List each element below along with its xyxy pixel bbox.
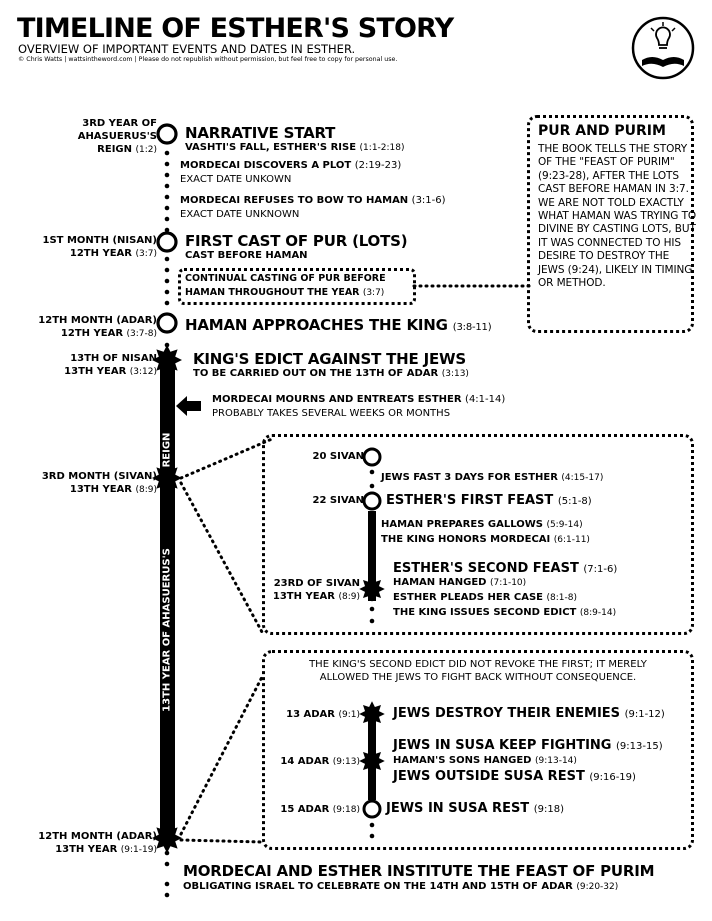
circle-node-icon xyxy=(156,231,178,253)
sivan-detail-box xyxy=(262,434,694,635)
event-institute-purim-sub: OBLIGATING ISRAEL TO CELEBRATE ON THE 14… xyxy=(183,881,619,892)
event-susa-rest: JEWS IN SUSA REST (9:18) xyxy=(386,801,564,816)
date-14-adar: 14 ADAR (9:13) xyxy=(280,756,360,767)
arrow-left-icon xyxy=(176,396,201,416)
event-fast: JEWS FAST 3 DAYS FOR ESTHER (4:15-17) xyxy=(381,472,604,483)
event-continual-pur: CONTINUAL CASTING OF PUR BEFORE HAMAN TH… xyxy=(185,273,386,298)
date-pur: 1ST MONTH (NISAN) 12TH YEAR (3:7) xyxy=(42,235,158,259)
event-edict-sub: TO BE CARRIED OUT ON THE 13TH OF ADAR (3… xyxy=(193,368,469,379)
date-22-sivan: 22 SIVAN xyxy=(312,495,365,506)
sivan-subtimeline xyxy=(359,447,385,624)
circle-node-icon xyxy=(156,312,178,334)
event-haman-hanged: HAMAN HANGED (7:1-10) xyxy=(393,577,527,588)
event-outside-rest: JEWS OUTSIDE SUSA REST (9:16-19) xyxy=(393,769,636,784)
event-edict: KING'S EDICT AGAINST THE JEWS xyxy=(193,350,466,368)
event-sons-hanged: HAMAN'S SONS HANGED (9:13-14) xyxy=(393,755,577,766)
reign-label: REIGN xyxy=(161,432,173,468)
timeline-dots xyxy=(164,150,170,898)
date-narrative: 3RD YEAR OF AHASUERUS'S REIGN (1:2) xyxy=(77,118,157,155)
event-narrative-sub: VASHTI'S FALL, ESTHER'S RISE (1:1-2:18) xyxy=(185,142,405,153)
circle-node-icon xyxy=(156,123,178,145)
page-subtitle: OVERVIEW OF IMPORTANT EVENTS AND DATES I… xyxy=(18,42,356,56)
adar-subtimeline xyxy=(359,701,385,839)
event-first-pur: FIRST CAST OF PUR (LOTS) xyxy=(185,232,408,250)
date-13-adar: 13 ADAR (9:1) xyxy=(286,709,360,720)
adar-note: THE KING'S SECOND EDICT DID NOT REVOKE T… xyxy=(309,659,647,683)
date-final: 12TH MONTH (ADAR) 13TH YEAR (9:1-19) xyxy=(38,831,157,855)
event-approaches: HAMAN APPROACHES THE KING (3:8-11) xyxy=(185,316,492,334)
date-sivan: 3RD MONTH (SIVAN) 13TH YEAR (8:9) xyxy=(41,471,157,495)
lightbulb-book-logo-icon xyxy=(631,16,695,80)
event-plot: MORDECAI DISCOVERS A PLOT (2:19-23) xyxy=(180,160,402,171)
event-pleads: ESTHER PLEADS HER CASE (8:1-8) xyxy=(393,592,577,603)
adar-detail-box xyxy=(262,650,694,850)
copyright-note: © Chris Watts | wattsintheword.com | Ple… xyxy=(18,56,398,63)
event-refuses: MORDECAI REFUSES TO BOW TO HAMAN (3:1-6) xyxy=(180,195,446,206)
date-23-sivan: 23RD OF SIVAN 13TH YEAR (8:9) xyxy=(272,578,360,602)
sidebar-title: PUR AND PURIM xyxy=(538,123,666,139)
event-institute-purim: MORDECAI AND ESTHER INSTITUTE THE FEAST … xyxy=(183,862,655,880)
event-plot-note: EXACT DATE UNKOWN xyxy=(180,174,292,185)
date-20-sivan: 20 SIVAN xyxy=(312,451,365,462)
event-first-pur-sub: CAST BEFORE HAMAN xyxy=(185,250,308,261)
event-first-feast: ESTHER'S FIRST FEAST (5:1-8) xyxy=(386,493,592,508)
sidebar-body: THE BOOK TELLS THE STORY OF THE "FEAST O… xyxy=(538,143,697,290)
page-title: TIMELINE OF ESTHER'S STORY xyxy=(17,13,454,44)
event-destroy-enemies: JEWS DESTROY THEIR ENEMIES (9:1-12) xyxy=(393,706,665,721)
event-mourns: MORDECAI MOURNS AND ENTREATS ESTHER (4:1… xyxy=(212,394,506,405)
event-susa-fighting: JEWS IN SUSA KEEP FIGHTING (9:13-15) xyxy=(393,738,663,753)
event-gallows: HAMAN PREPARES GALLOWS (5:9-14) xyxy=(381,519,583,530)
event-narrative-start: NARRATIVE START xyxy=(185,124,336,142)
pur-purim-sidebar xyxy=(527,115,694,333)
date-approach: 12TH MONTH (ADAR) 12TH YEAR (3:7-8) xyxy=(38,315,157,339)
continual-pur-box xyxy=(178,268,416,305)
event-refuses-note: EXACT DATE UNKNOWN xyxy=(180,209,300,220)
spine-label: 13TH YEAR OF AHASUERUS'S xyxy=(161,548,173,712)
event-second-edict: THE KING ISSUES SECOND EDICT (8:9-14) xyxy=(393,607,617,618)
event-mourns-note: PROBABLY TAKES SEVERAL WEEKS OR MONTHS xyxy=(212,408,451,419)
event-second-feast: ESTHER'S SECOND FEAST (7:1-6) xyxy=(393,561,618,576)
event-honors: THE KING HONORS MORDECAI (6:1-11) xyxy=(381,534,590,545)
date-15-adar: 15 ADAR (9:18) xyxy=(280,804,360,815)
date-edict: 13TH OF NISAN 13TH YEAR (3:12) xyxy=(64,353,157,377)
